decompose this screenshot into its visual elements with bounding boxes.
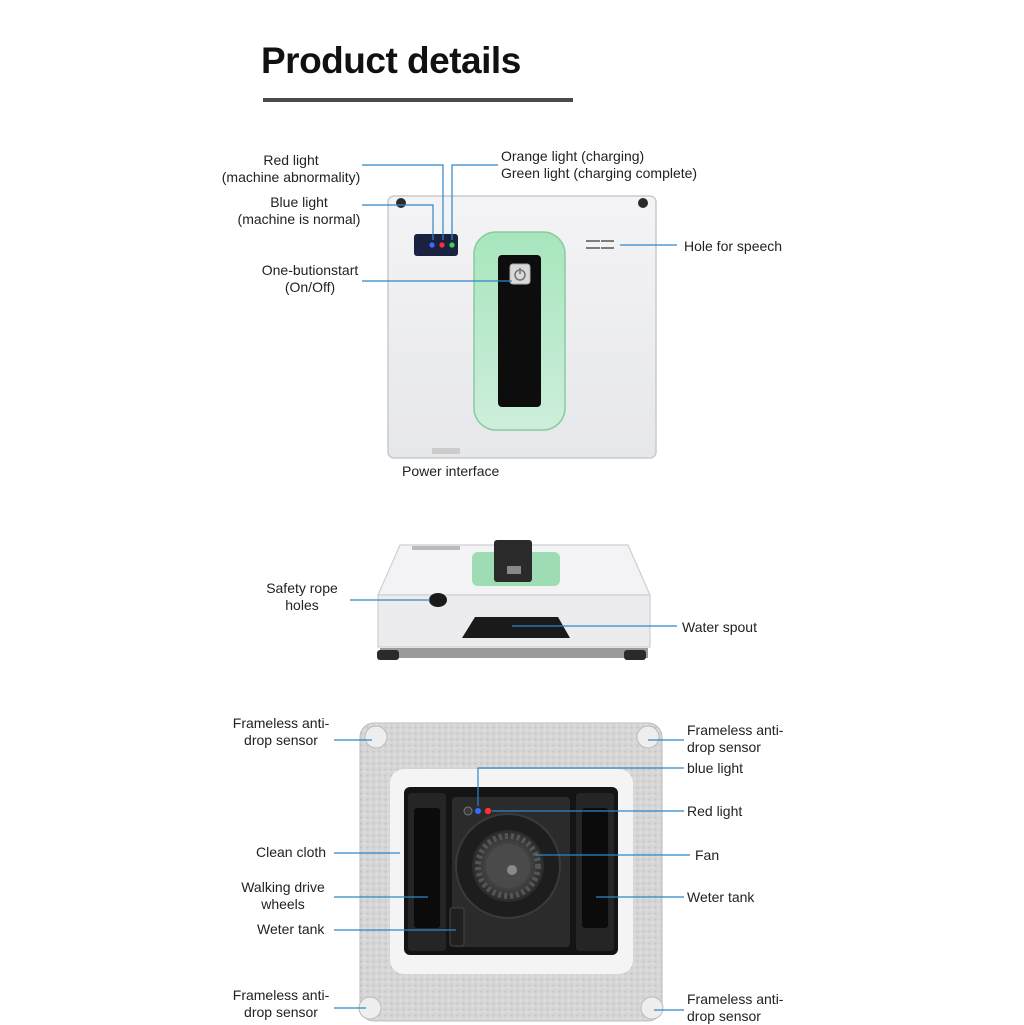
side-leaders (350, 599, 677, 627)
side-cloth (380, 648, 648, 658)
label-text: Blue light (270, 194, 328, 210)
label-walking-wheels: Walking drive wheels (232, 879, 334, 913)
corner-foot (638, 198, 648, 208)
label-text: Walking drive (241, 879, 325, 895)
label-bottom-blue-light: blue light (687, 760, 744, 776)
label-text: drop sensor (687, 1008, 761, 1024)
label-text: Orange light (charging) (501, 148, 645, 164)
front-leaders (362, 164, 677, 282)
label-safety-rope: Safety rope holes (256, 580, 348, 614)
label-weter-tank-right: Weter tank (687, 889, 755, 905)
bottom-blue-led (463, 806, 473, 816)
label-text: (machine abnormality) (221, 169, 361, 185)
label-text: Red light (263, 152, 319, 168)
label-blue-light: Blue light (machine is normal) (230, 194, 368, 228)
label-red-light: Red light (machine abnormality) (216, 152, 366, 186)
side-handle (494, 540, 532, 582)
bottom-red-led (484, 807, 492, 815)
page-title: Product details (261, 40, 521, 81)
sensor-tl (364, 725, 388, 749)
label-one-button: One-butionstart (On/Off) (252, 262, 368, 296)
label-text: holes (285, 597, 319, 613)
label-bottom-red-light: Red light (687, 803, 743, 819)
label-power-interface: Power interface (402, 463, 500, 479)
led-green-icon (449, 242, 455, 248)
power-port (432, 448, 460, 454)
label-text: One-butionstart (261, 262, 359, 278)
side-view-device (377, 540, 651, 660)
sensor-tr (636, 725, 660, 749)
label-frameless-br: Frameless anti- drop sensor (687, 991, 783, 1025)
label-orange-green-light: Orange light (charging) Green light (cha… (501, 148, 697, 182)
label-fan: Fan (695, 847, 720, 863)
label-text: (machine is normal) (237, 211, 361, 227)
black-handle (498, 255, 541, 407)
title-underline (263, 98, 573, 102)
label-frameless-tr: Frameless anti- drop sensor (687, 722, 783, 756)
left-wheel (414, 808, 440, 928)
sensor-br (640, 996, 664, 1020)
label-text: wheels (261, 896, 305, 912)
water-tank-left (449, 907, 465, 947)
label-text: (On/Off) (284, 279, 336, 295)
bottom-view-device (358, 722, 664, 1022)
label-text: drop sensor (244, 732, 318, 748)
label-text: drop sensor (687, 739, 761, 755)
water-spout (462, 617, 570, 638)
label-hole-for-speech: Hole for speech (684, 238, 783, 254)
front-view-device (387, 195, 657, 459)
led-panel (414, 234, 458, 256)
label-frameless-bl: Frameless anti- drop sensor (226, 987, 336, 1021)
label-frameless-tl: Frameless anti- drop sensor (226, 715, 336, 749)
led-blue-icon (429, 242, 435, 248)
label-text: Safety rope (266, 580, 338, 596)
label-text: Frameless anti- (687, 991, 784, 1007)
corner-foot (396, 198, 406, 208)
right-wheel (582, 808, 608, 928)
label-text: Frameless anti- (687, 722, 784, 738)
label-water-spout: Water spout (682, 619, 757, 635)
label-text: Frameless anti- (232, 987, 330, 1003)
label-clean-cloth: Clean cloth (256, 844, 327, 860)
label-weter-tank-left: Weter tank (257, 921, 325, 937)
label-text: Green light (charging complete) (501, 165, 698, 181)
label-text: drop sensor (244, 1004, 318, 1020)
bottom-leaders (334, 739, 690, 1011)
rope-hole (429, 593, 447, 607)
label-text: Frameless anti- (232, 715, 330, 731)
led-red-icon (439, 242, 445, 248)
